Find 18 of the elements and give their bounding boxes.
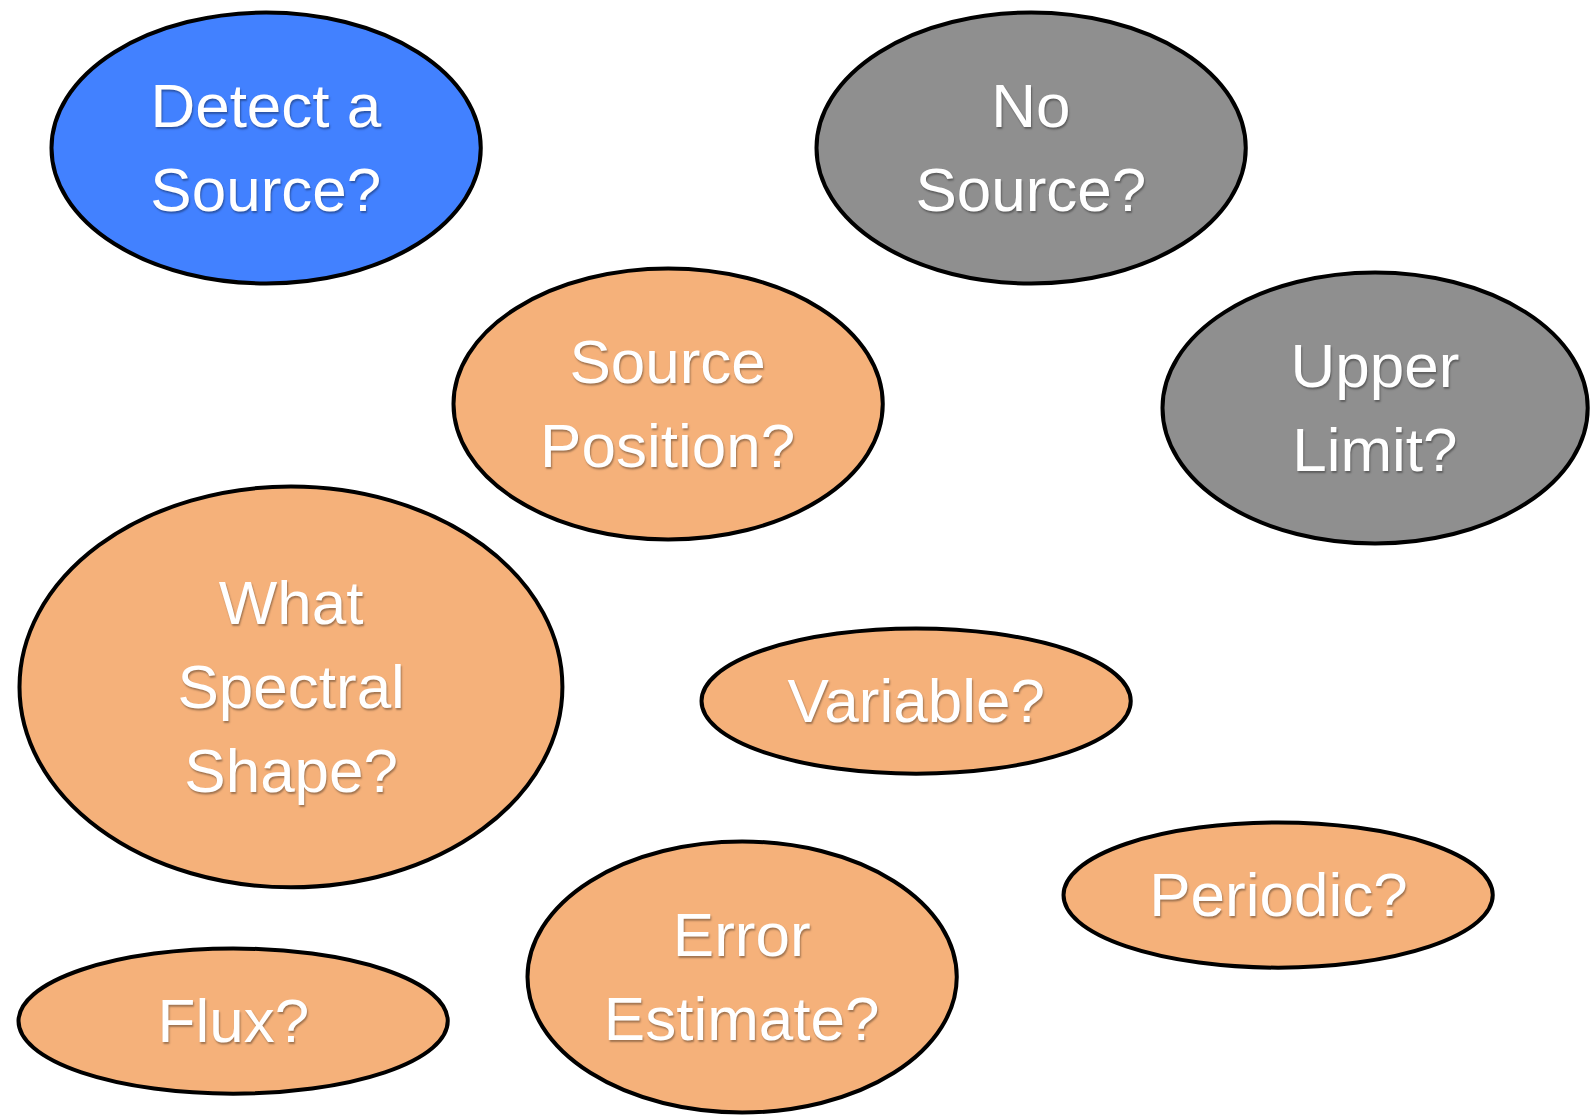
node-label: Variable? bbox=[786, 665, 1046, 738]
node-label: Error Estimate? bbox=[602, 899, 881, 1056]
oval-node bbox=[1061, 819, 1496, 970]
node-label: Periodic? bbox=[1148, 859, 1409, 932]
node-label: Flux? bbox=[156, 984, 311, 1057]
oval-node bbox=[524, 839, 959, 1116]
oval-node bbox=[1159, 269, 1590, 546]
node-label: No Source? bbox=[914, 70, 1148, 227]
oval-node bbox=[450, 265, 885, 542]
node-label: Source Position? bbox=[539, 326, 797, 482]
oval-node bbox=[48, 10, 483, 287]
node-label: Upper Limit? bbox=[1289, 330, 1461, 486]
node-label: Detect a Source? bbox=[149, 70, 383, 227]
node-label: What Spectral Shape? bbox=[176, 567, 406, 807]
oval-node bbox=[17, 484, 566, 890]
oval-node bbox=[699, 626, 1134, 777]
oval-node bbox=[16, 945, 451, 1096]
oval-node bbox=[813, 10, 1248, 287]
